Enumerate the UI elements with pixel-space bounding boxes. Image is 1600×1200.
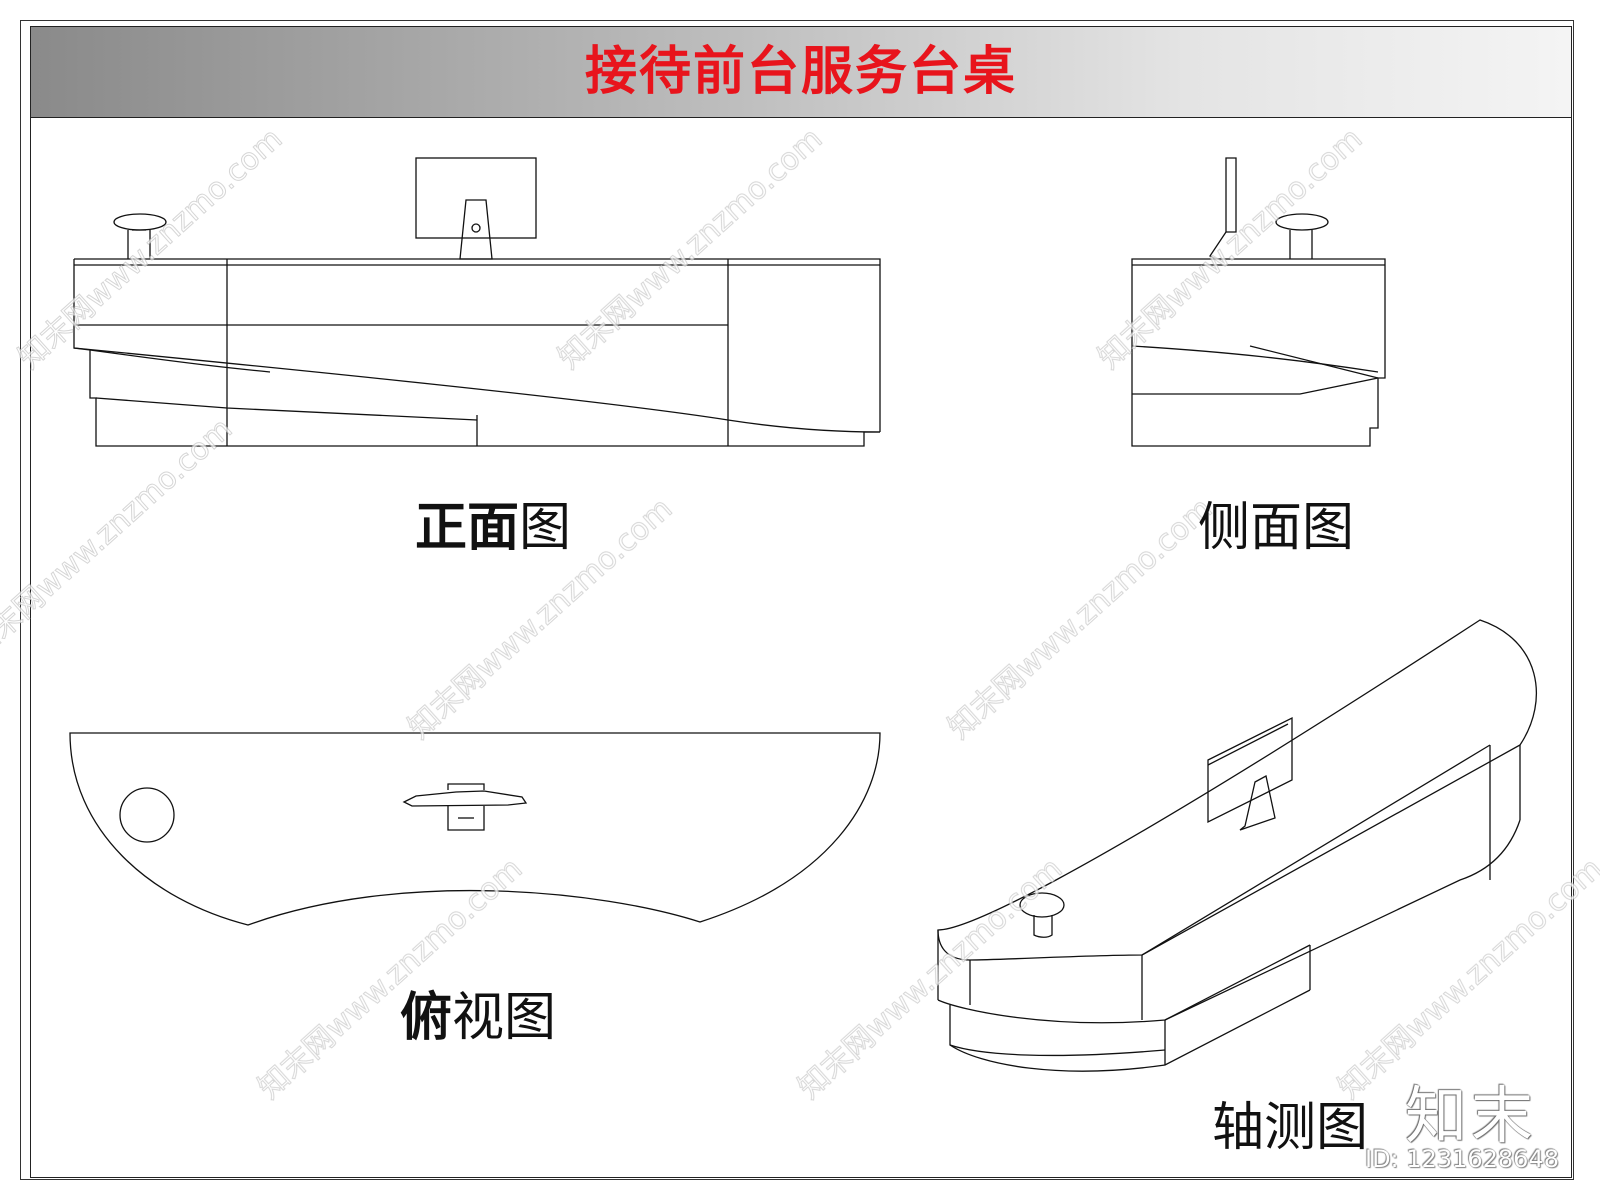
watermark-text: 知末网www.znzmo.com [0,411,239,666]
axonometric-view [937,619,1538,1072]
watermark-logo: 知末 [1405,1079,1538,1152]
site-watermarks: 知末网www.znzmo.com 知末网www.znzmo.com 知末网www… [0,121,1600,1107]
watermark-text: 知末网www.znzmo.com [1092,121,1369,376]
side-desk-outline [1131,258,1386,447]
axo-monitor-stand [1239,775,1276,831]
top-desk-outline [69,732,881,926]
side-view-label-rest: 侧面图 [1198,498,1355,558]
front-desk-top [74,258,881,432]
side-bell-cap [1275,213,1329,231]
inner-frame [30,26,1572,1178]
title-bar: 接待前台服务台桌 [31,27,1571,118]
watermark-id: ID: 1231628648 [1365,1145,1559,1173]
axo-bell-cap [1019,892,1065,918]
front-view-label: 正面图 [415,485,571,560]
front-view-label-rest: 图 [519,498,572,558]
side-view-label: 侧面图 [1198,485,1354,560]
top-view [69,732,881,926]
top-monitor [402,790,528,807]
top-view-label-bold: 俯 [400,988,453,1048]
drawing-title: 接待前台服务台桌 [584,42,1017,102]
front-view-label-bold: 正面 [415,498,520,558]
watermark-text: 知末网www.znzmo.com [12,121,289,376]
watermark-text: 知末网www.znzmo.com [942,491,1219,746]
front-monitor [415,157,537,239]
top-view-label-rest: 视图 [452,988,557,1048]
axonometric-view-label-rest: 轴测图 [1212,1098,1369,1158]
side-monitor [1225,157,1237,233]
side-view [1131,157,1386,447]
outer-frame [20,20,1574,1180]
axonometric-view-label: 轴测图 [1212,1085,1368,1160]
axo-top-surface [937,619,1538,961]
front-monitor-stand [459,199,493,260]
front-view [73,157,881,447]
top-view-label: 俯视图 [400,975,556,1050]
watermark-text: 知末网www.znzmo.com [552,121,829,376]
top-bell [119,787,175,843]
axo-monitor [1207,716,1293,824]
